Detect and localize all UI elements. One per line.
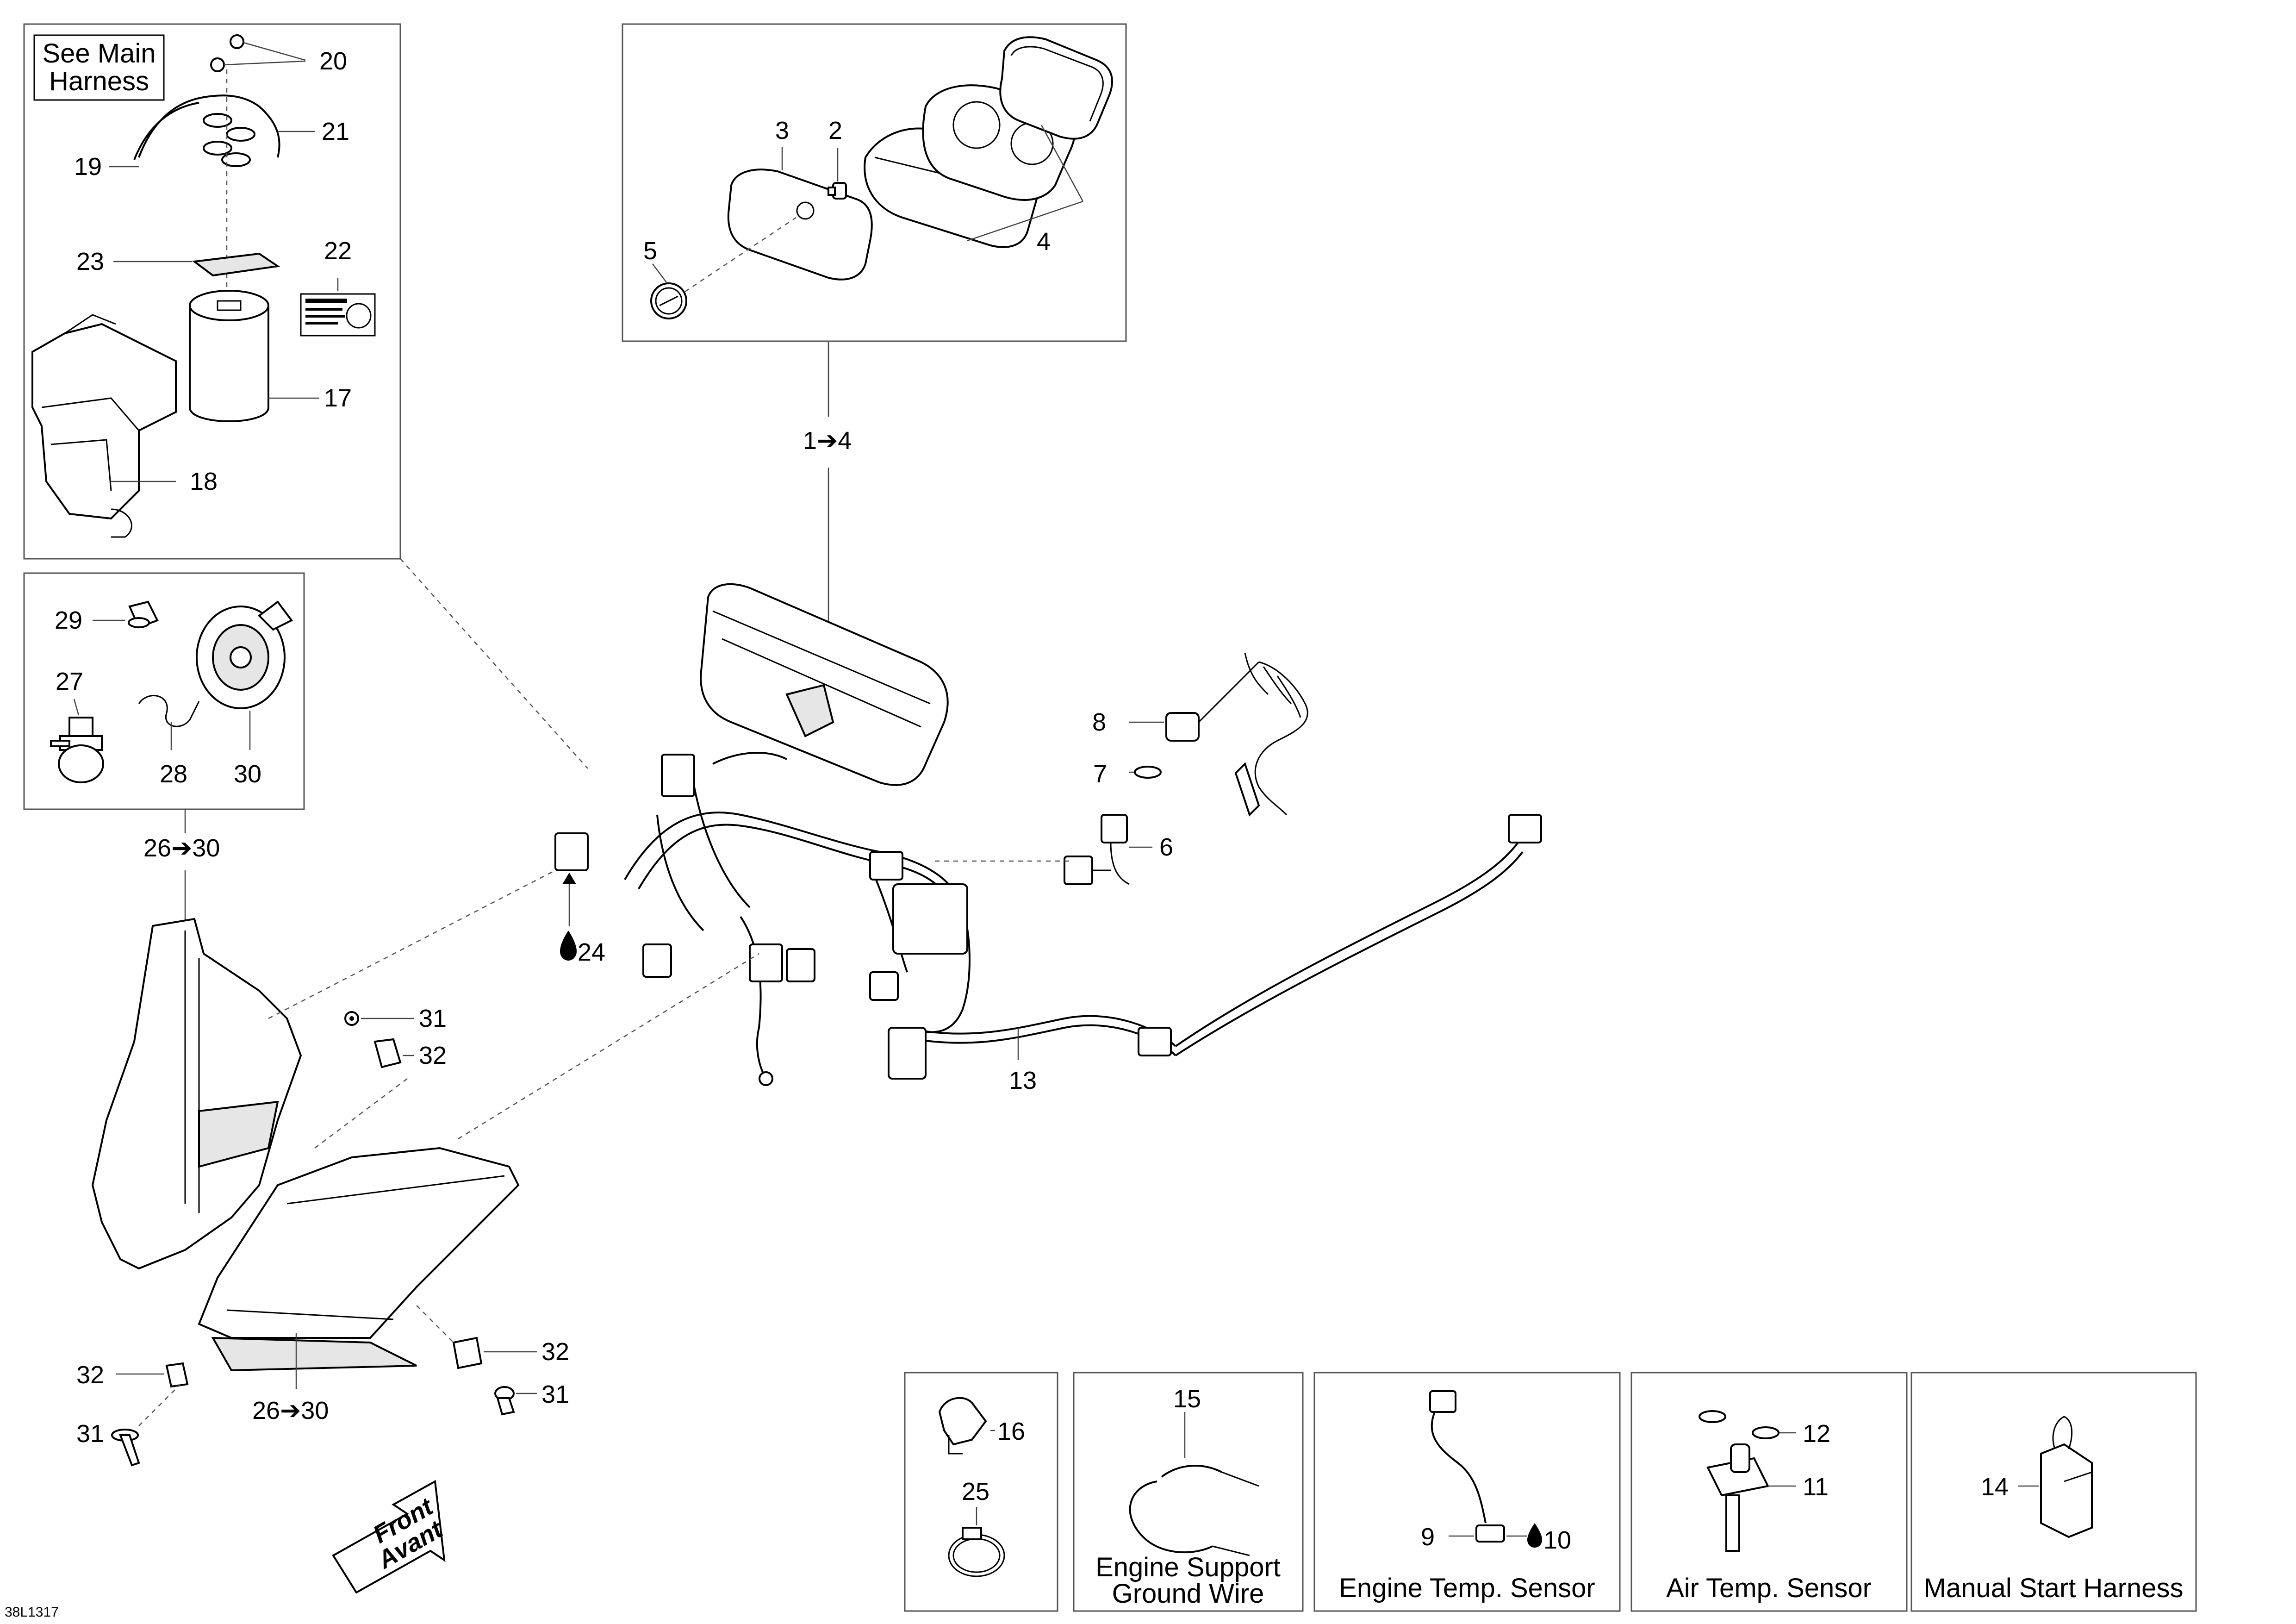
callout-11: 11 (1803, 1473, 1829, 1501)
clip-28 (138, 695, 200, 727)
inset-engine-support-ground-wire: 15 Engine Support Ground Wire (1073, 1372, 1304, 1612)
callout-12: 12 (1803, 1420, 1830, 1448)
headlamp-housing (91, 918, 302, 1270)
callout-31-c: 31 (541, 1380, 569, 1408)
inset-manual-start-harness: 14 Manual Start Harness (1910, 1372, 2197, 1612)
callout-32-a: 32 (419, 1042, 447, 1069)
clip-32 (373, 1038, 402, 1068)
washer-7 (1134, 766, 1162, 779)
emblem-5 (650, 282, 687, 319)
callout-4: 4 (1037, 228, 1051, 256)
socket-29 (128, 600, 159, 629)
screw-31-right (494, 1386, 515, 1416)
callout-27: 27 (56, 668, 83, 695)
reflector-30 (196, 600, 293, 709)
callout-1-to-4: 1➔4 (803, 427, 852, 455)
headlamp-lens (198, 1147, 520, 1372)
engine-support-title-line1: Engine Support (1095, 1552, 1281, 1582)
callout-7: 7 (1093, 760, 1107, 788)
inset-gauge: 3 2 4 5 (622, 23, 1127, 342)
callout-15: 15 (1173, 1385, 1201, 1413)
see-main-harness-note (33, 34, 165, 101)
holder-18 (31, 314, 177, 538)
callout-32-b: 32 (76, 1361, 104, 1389)
callout-29: 29 (55, 606, 82, 634)
oil-drop-icon (560, 931, 577, 961)
nut-31 (344, 1011, 359, 1026)
sensor-11 (1706, 1443, 1769, 1552)
callout-18: 18 (190, 468, 218, 495)
button-2 (828, 182, 847, 200)
wiring-harness-13 (554, 752, 1542, 1086)
callout-22: 22 (324, 237, 352, 265)
callout-2: 2 (828, 117, 842, 144)
callout-14: 14 (1981, 1473, 2009, 1501)
screw-20 (210, 34, 244, 72)
callout-16: 16 (997, 1418, 1025, 1445)
bezel-3 (727, 169, 873, 281)
gauge-lens (999, 36, 1113, 140)
terminal-21 (203, 113, 255, 167)
cover-plate-23 (192, 252, 280, 277)
front-direction-arrow: Front Avant (332, 1480, 448, 1594)
clip-16 (938, 1397, 987, 1455)
gauge-cluster-assembly (700, 583, 949, 786)
screw-31-left (111, 1429, 140, 1467)
callout-28: 28 (160, 760, 187, 788)
inset-headlamp-bulb: 29 27 28 30 (23, 572, 305, 810)
callout-20: 20 (319, 47, 347, 75)
engine-temp-title: Engine Temp. Sensor (1339, 1573, 1595, 1603)
bulb-27 (50, 717, 104, 783)
callout-13: 13 (1009, 1067, 1037, 1094)
callout-17: 17 (324, 384, 352, 412)
see-main-line2: Harness (49, 66, 149, 96)
clip-32-right (452, 1337, 483, 1369)
manual-start-title: Manual Start Harness (1924, 1573, 2184, 1603)
switch-6 (1064, 814, 1130, 885)
callout-19: 19 (74, 153, 102, 181)
callout-32-c: 32 (541, 1338, 569, 1366)
clip-32-left (165, 1362, 189, 1388)
inset-engine-temp-sensor: 9 10 Engine Temp. Sensor (1313, 1372, 1621, 1612)
inset-capacitor: See Main Harness 20 21 19 23 (23, 23, 401, 560)
callout-26-to-30-a: 26➔30 (143, 834, 220, 862)
engine-support-title-line2: Ground Wire (1112, 1579, 1264, 1609)
callout-24: 24 (578, 938, 605, 966)
callout-5: 5 (643, 237, 657, 265)
inset-clips: 16 25 (904, 1372, 1058, 1612)
reference-code: 38L1317 (5, 1605, 59, 1620)
harness-14 (2040, 1416, 2093, 1538)
tether-cord-8 (1165, 652, 1308, 817)
capacitor-17 (189, 290, 269, 422)
tie-25 (948, 1527, 1005, 1577)
callout-23: 23 (76, 248, 104, 275)
callout-21: 21 (322, 118, 349, 145)
callout-30: 30 (234, 760, 261, 788)
air-temp-title: Air Temp. Sensor (1666, 1573, 1872, 1603)
callout-10: 10 (1543, 1526, 1571, 1554)
callout-9: 9 (1421, 1523, 1435, 1551)
callout-6: 6 (1159, 833, 1173, 861)
inset-air-temp-sensor: 12 11 Air Temp. Sensor (1630, 1372, 1908, 1612)
label-22 (300, 293, 376, 337)
callout-26-to-30-b: 26➔30 (252, 1397, 329, 1424)
see-main-line1: See Main (42, 38, 156, 69)
callout-31-b: 31 (76, 1420, 104, 1448)
oil-drop-icon (1527, 1523, 1542, 1548)
callout-31-a: 31 (419, 1005, 447, 1032)
callout-3: 3 (775, 117, 789, 144)
callout-25: 25 (962, 1478, 989, 1505)
callout-8: 8 (1092, 708, 1106, 736)
